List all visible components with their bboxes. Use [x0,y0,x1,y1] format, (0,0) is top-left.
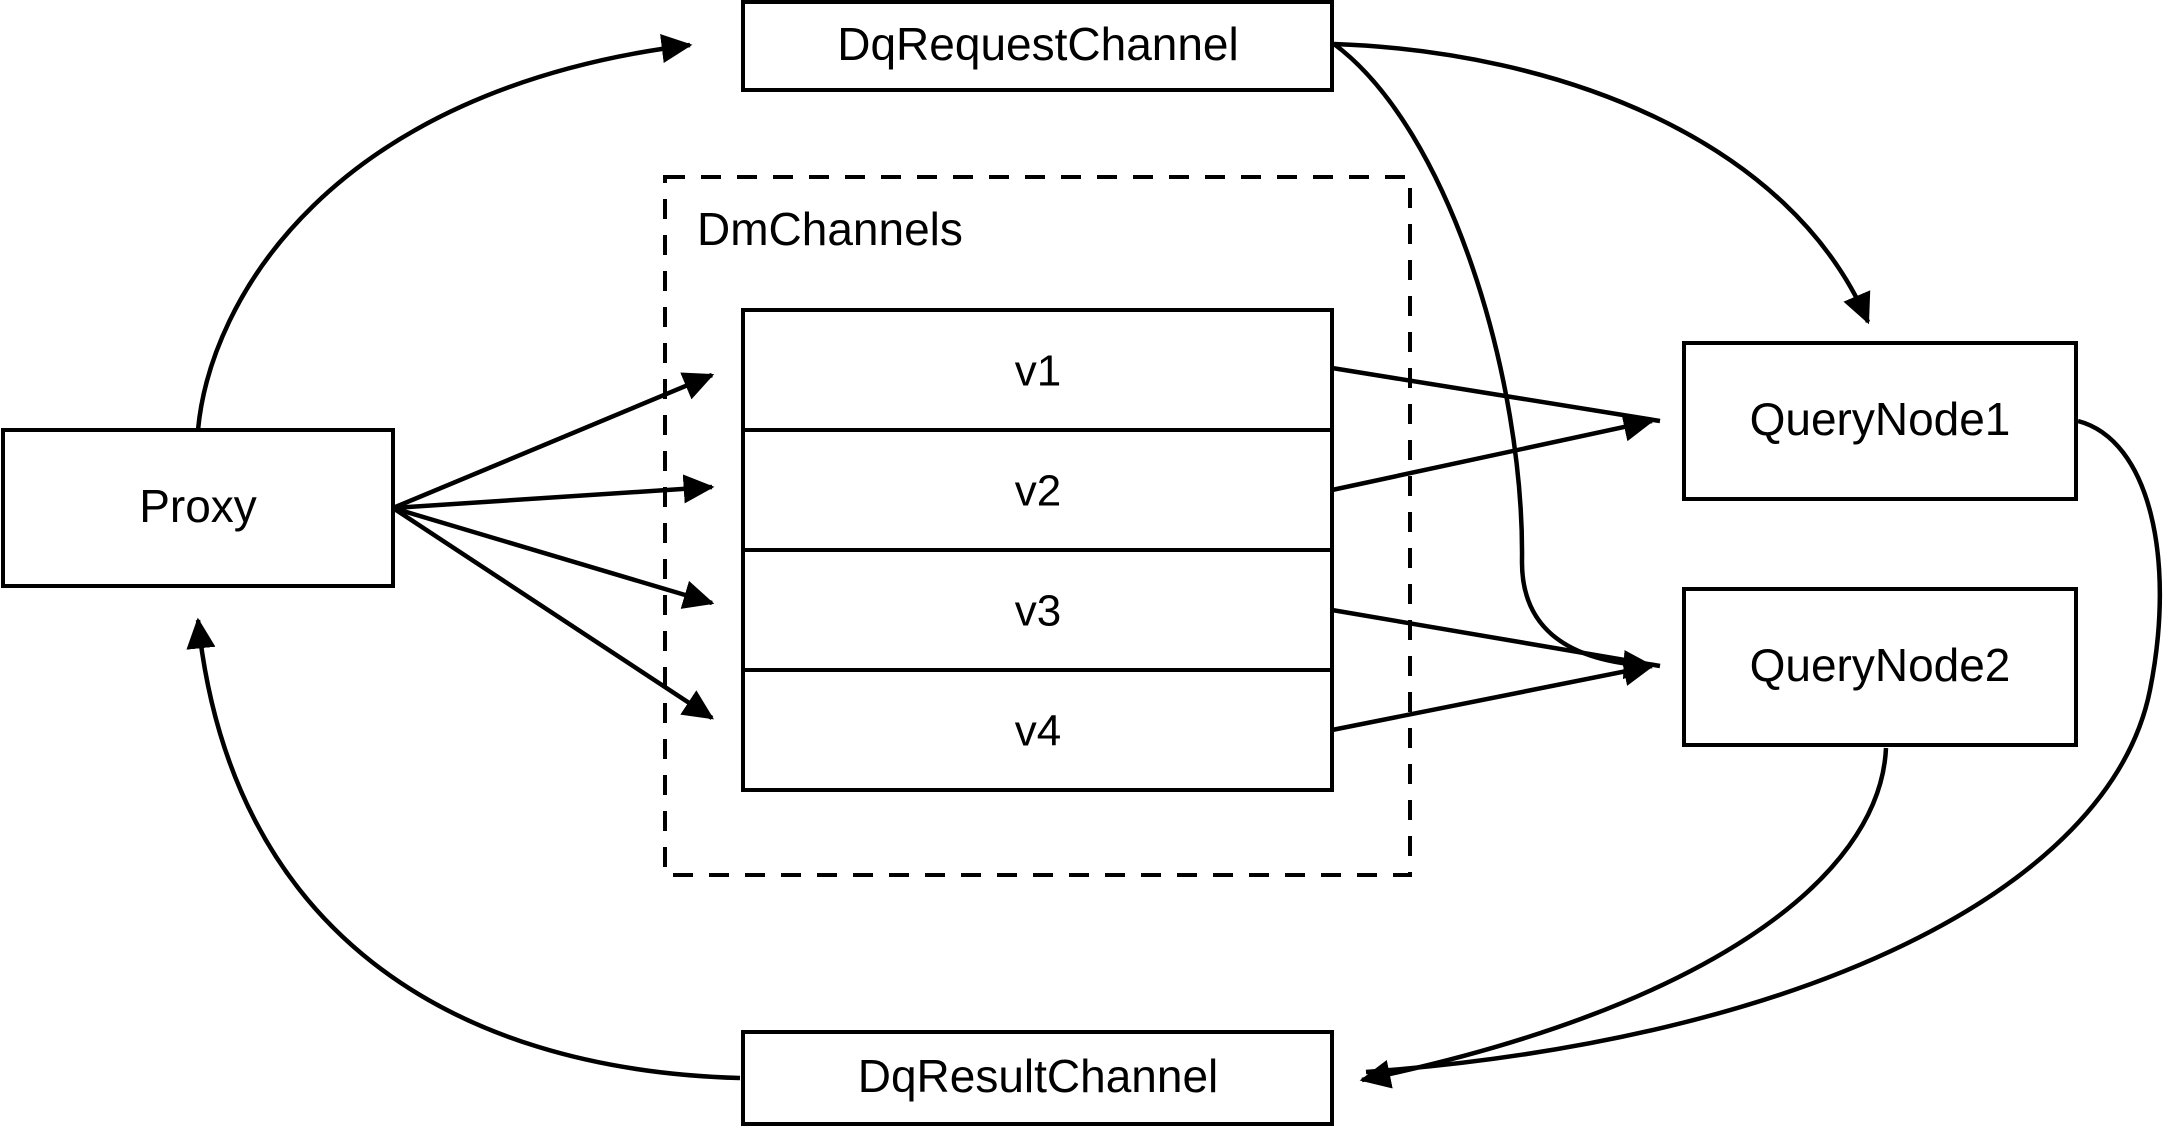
dmchannels-group-box [663,175,1412,877]
channel-row-v3-label: v3 [1015,587,1061,636]
edge-proxy-to-dqrequestchannel [195,34,693,431]
edge-dqrequestchannel-to-querynode1 [1333,41,1871,325]
edge-proxy-to-v4 [391,506,715,720]
node-querynode2[interactable] [1682,587,2078,747]
edge-dqresultchannel-to-proxy [186,617,741,1081]
edge-v2-to-querynode1 [1331,412,1655,493]
node-querynode1[interactable] [1682,341,2078,501]
node-proxy-label: Proxy [139,480,257,532]
edge-proxy-to-v3 [392,505,715,609]
edge-querynode1-to-dqresultchannel [1365,418,2163,1075]
dmchannels-group-label: DmChannels [697,203,963,255]
edge-v3-to-querynode2 [1331,607,1661,669]
edge-v1-to-querynode1 [1331,365,1661,424]
channel-row-v4-label: v4 [1015,707,1061,756]
edge-querynode2-to-dqresultchannel [1359,747,1889,1089]
channel-row-v2-label: v2 [1015,467,1061,516]
channel-row-v1-label: v1 [1015,347,1061,396]
node-querynode1-label: QueryNode1 [1750,393,2011,445]
node-dqrequestchannel-label: DqRequestChannel [837,18,1239,70]
node-dqresultchannel[interactable] [741,1030,1334,1126]
node-querynode2-label: QueryNode2 [1750,639,2011,691]
node-proxy[interactable] [1,428,395,588]
node-dqresultchannel-label: DqResultChannel [858,1050,1219,1102]
edge-v4-to-querynode2 [1331,657,1655,733]
edge-dqrequestchannel-to-querynode2 [1332,42,1655,680]
node-dqrequestchannel[interactable] [741,0,1334,92]
edge-proxy-to-v1 [392,372,715,511]
edge-proxy-to-v2 [392,474,715,511]
